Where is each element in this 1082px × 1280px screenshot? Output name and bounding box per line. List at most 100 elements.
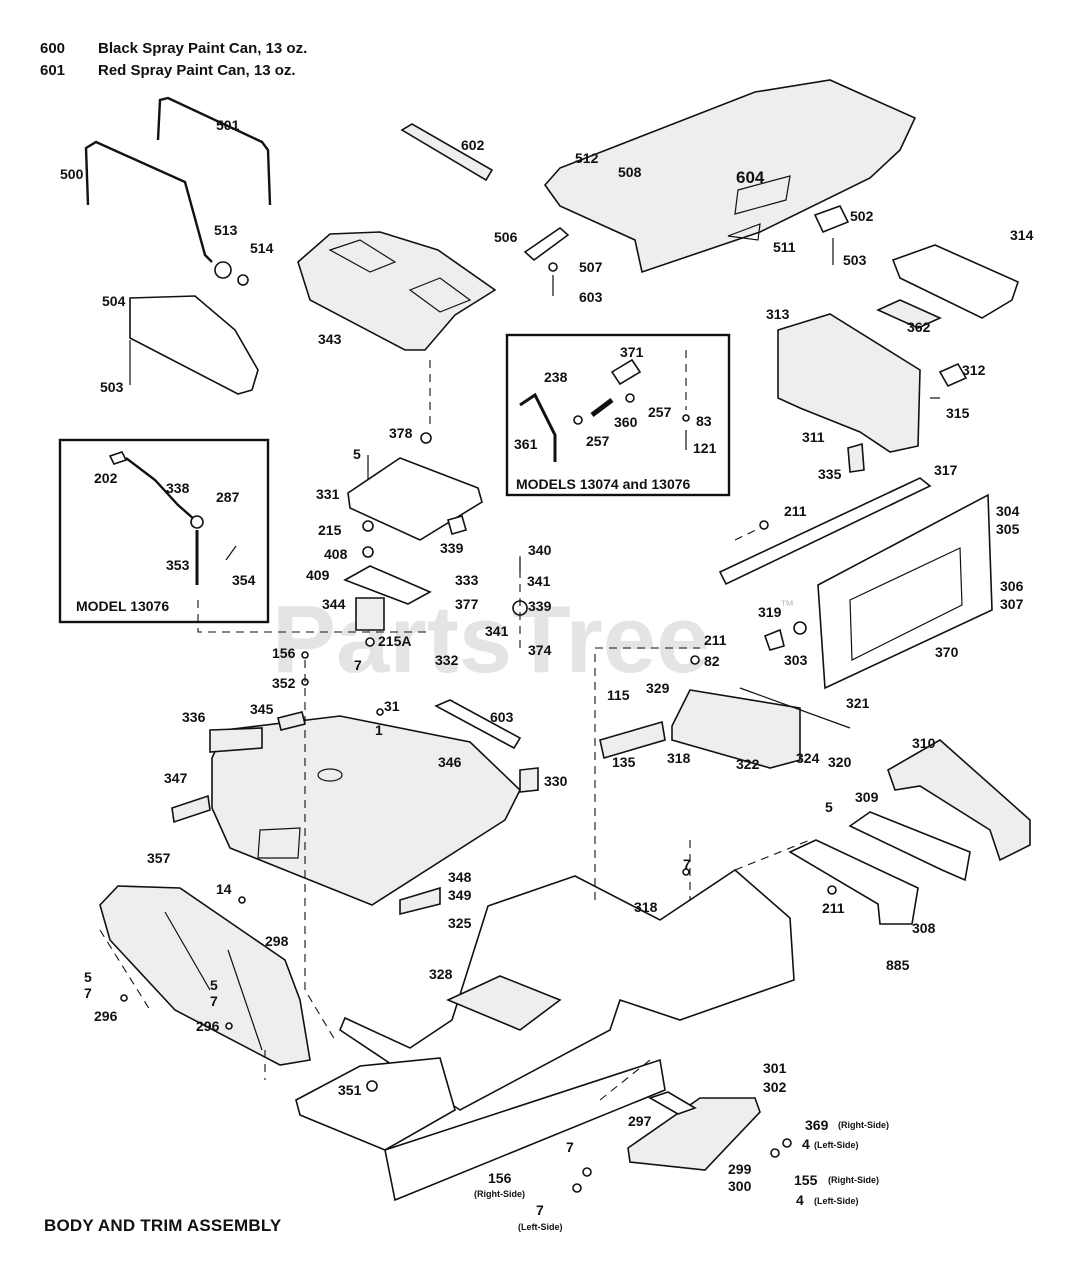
part-label: 211 — [704, 632, 727, 648]
part-label: 318 — [634, 899, 658, 915]
washer-257b — [573, 415, 583, 425]
part-label: 319 — [758, 604, 782, 620]
nut-82 — [690, 655, 700, 665]
part-label: 308 — [912, 920, 936, 936]
fender-rib-2 — [227, 949, 263, 1051]
part-label: 501 — [216, 117, 240, 133]
part-label: 238 — [544, 369, 568, 385]
trim-strip-602 — [400, 123, 494, 182]
knob-303 — [763, 628, 785, 651]
bracket-309 — [848, 811, 971, 882]
part-label: 115 — [607, 687, 630, 703]
washer-378 — [420, 432, 432, 444]
nut-83 — [682, 414, 690, 422]
part-label: 5 — [210, 977, 218, 993]
diagram-title: BODY AND TRIM ASSEMBLY — [44, 1216, 282, 1235]
part-label: 311 — [802, 429, 825, 445]
part-label: 257 — [586, 433, 610, 449]
part-label: 155 — [794, 1172, 818, 1188]
legend-number: 600 — [40, 40, 66, 57]
part-label: 339 — [528, 598, 552, 614]
bolt-369 — [782, 1138, 792, 1148]
hood-508 — [543, 79, 917, 274]
inset-box-models-13074-13076 — [505, 333, 731, 497]
part-label: 4 — [802, 1136, 810, 1152]
part-label: 502 — [850, 208, 874, 224]
decal-336 — [209, 727, 263, 753]
part-label: 345 — [250, 701, 274, 717]
side-note: (Right-Side) — [828, 1175, 879, 1185]
part-label: 339 — [440, 540, 464, 556]
part-label: 304 — [996, 503, 1020, 519]
part-label: 321 — [846, 695, 870, 711]
part-label: 408 — [324, 546, 348, 562]
fender-rib — [164, 911, 211, 991]
part-label: 307 — [1000, 596, 1024, 612]
latch-506 — [523, 226, 570, 262]
part-label: 7 — [354, 657, 362, 673]
part-label: 215A — [378, 633, 411, 649]
seat-343 — [297, 231, 497, 351]
part-label: 503 — [100, 379, 124, 395]
seat-recess-2 — [408, 277, 472, 313]
part-label: 305 — [996, 521, 1020, 537]
assembly-line — [197, 600, 430, 633]
part-label: 318 — [667, 750, 691, 766]
console-322 — [671, 689, 801, 769]
part-label: 297 — [628, 1113, 652, 1129]
decal-348 — [399, 886, 441, 916]
bolt-351 — [366, 1080, 378, 1092]
part-label: 215 — [318, 522, 342, 538]
part-label: 296 — [94, 1008, 118, 1024]
part-label: 343 — [318, 331, 342, 347]
strip-297 — [648, 1091, 697, 1115]
panel-cutout-370 — [849, 547, 963, 661]
part-label: 514 — [250, 240, 274, 256]
part-label: 348 — [448, 869, 472, 885]
part-label: 313 — [766, 306, 790, 322]
watermark: PartsTree — [272, 586, 710, 693]
part-label: 885 — [886, 957, 910, 973]
washer-514 — [237, 274, 249, 286]
rail-317 — [718, 477, 932, 586]
part-label: 135 — [612, 754, 636, 770]
inset-box-title: MODEL 13076 — [76, 598, 169, 614]
side-note: (Right-Side) — [838, 1120, 889, 1130]
part-label: 346 — [438, 754, 462, 770]
part-label: 296 — [196, 1018, 220, 1034]
part-label: 306 — [1000, 578, 1024, 594]
washer-156-dash — [301, 651, 309, 659]
spring-360 — [590, 398, 614, 417]
dash-opening — [257, 827, 301, 859]
part-label: 331 — [316, 486, 340, 502]
part-label: 322 — [736, 756, 760, 772]
screw-354 — [225, 545, 237, 561]
part-label: 312 — [962, 362, 986, 378]
nut-211-bumper — [827, 885, 837, 895]
part-label: 354 — [232, 572, 256, 588]
part-label: 309 — [855, 789, 879, 805]
washer-296 — [120, 994, 128, 1002]
frame-325 — [339, 868, 795, 1111]
part-label: 604 — [736, 168, 765, 187]
knob-339 — [447, 515, 467, 535]
bolt-155 — [770, 1148, 780, 1158]
plate-409 — [343, 565, 432, 605]
shield-504 — [129, 295, 259, 395]
knob-202 — [108, 451, 128, 465]
part-label: 314 — [1010, 227, 1034, 243]
decal-330 — [519, 767, 539, 793]
assembly-line — [734, 527, 761, 541]
part-label: 257 — [648, 404, 672, 420]
part-label: 14 — [216, 881, 232, 897]
part-label: 7 — [84, 985, 92, 1001]
part-label: 374 — [528, 642, 552, 658]
part-label: 603 — [490, 709, 514, 725]
footrest-299 — [627, 1097, 761, 1171]
part-label: 287 — [216, 489, 240, 505]
part-label: 7 — [210, 993, 218, 1009]
assembly-line — [99, 929, 151, 1011]
part-label: 7 — [566, 1139, 574, 1155]
part-label: 336 — [182, 709, 206, 725]
